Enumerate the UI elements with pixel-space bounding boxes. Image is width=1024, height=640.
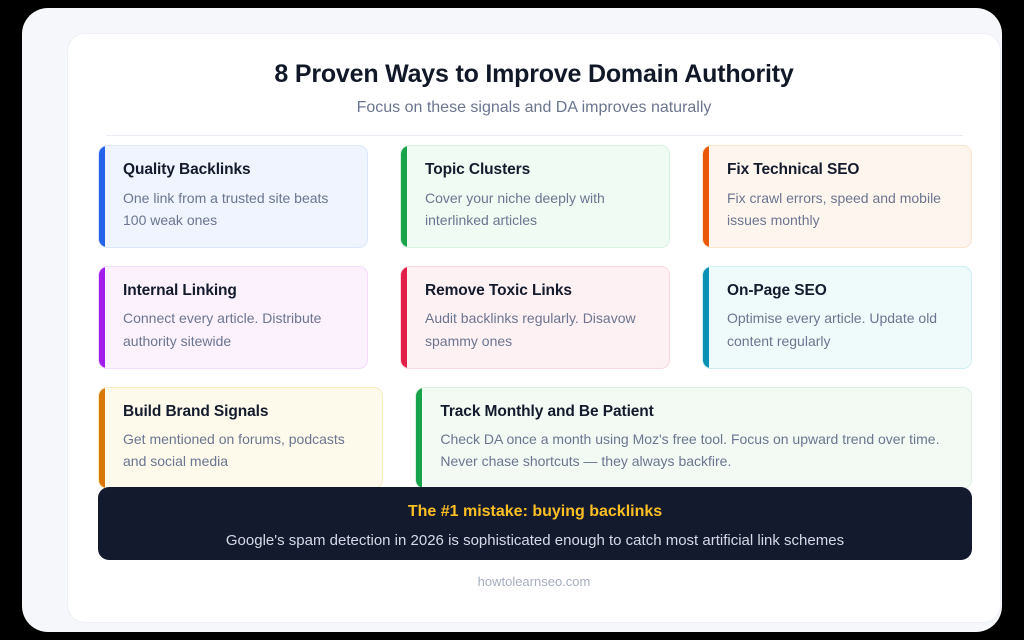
card-description: Fix crawl errors, speed and mobile issue… [727, 189, 941, 228]
card-accent-bar [703, 266, 709, 368]
tip-card: On-Page SEO Optimise every article. Updat… [702, 265, 972, 369]
card-title: Quality Backlinks [123, 161, 251, 178]
mistake-callout-banner: The #1 mistake: buying backlinks Google'… [98, 487, 972, 560]
card-description: Connect every article. Distribute author… [123, 310, 322, 349]
infographic-panel: 8 Proven Ways to Improve Domain Authorit… [67, 33, 1001, 623]
card-title: Topic Clusters [425, 161, 531, 178]
card-accent-bar [99, 146, 105, 247]
card-title: Fix Technical SEO [727, 161, 860, 178]
header: 8 Proven Ways to Improve Domain Authorit… [68, 34, 1000, 137]
card-accent-bar [703, 146, 709, 247]
page-subtitle: Focus on these signals and DA improves n… [356, 99, 712, 117]
card-description: Optimise every article. Update old conte… [727, 310, 938, 349]
card-description: Cover your niche deeply with interlinked… [425, 189, 605, 228]
card-description: Get mentioned on forums, podcasts and so… [123, 431, 345, 470]
tip-card: Fix Technical SEO Fix crawl errors, speed… [702, 145, 972, 248]
card-description: Audit backlinks regularly. Disavow spamm… [425, 310, 636, 349]
card-title: Remove Toxic Links [425, 281, 572, 299]
card-title: On-Page SEO [727, 281, 827, 299]
card-accent-bar [99, 387, 105, 489]
card-title: Internal Linking [123, 281, 237, 299]
card-title: Track Monthly and Be Patient [440, 402, 654, 420]
card-description: Check DA once a month using Moz's free t… [440, 431, 940, 470]
card-description: One link from a trusted site beats 100 w… [123, 189, 329, 228]
page-title: 8 Proven Ways to Improve Domain Authorit… [274, 60, 794, 88]
card-accent-bar [99, 266, 105, 368]
card-accent-bar [416, 387, 423, 489]
card-accent-bar [401, 146, 407, 247]
banner-text: Google's spam detection in 2026 is sophi… [225, 532, 845, 549]
header-divider [105, 135, 963, 137]
banner-title: The #1 mistake: buying backlinks [407, 503, 663, 520]
card-title: Build Brand Signals [123, 402, 269, 420]
outer-frame: 8 Proven Ways to Improve Domain Authorit… [22, 8, 1002, 632]
card-accent-bar [401, 266, 407, 368]
footer-source: howtolearnseo.com [477, 574, 591, 589]
